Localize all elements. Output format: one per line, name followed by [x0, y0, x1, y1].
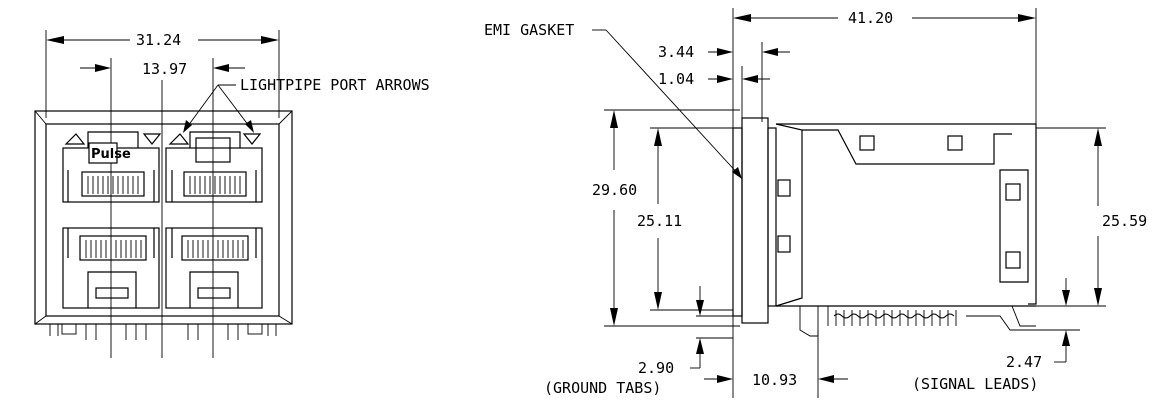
- ground-tabs-label: (GROUND TABS): [544, 379, 661, 397]
- dim-total-length: 41.20: [848, 9, 893, 27]
- dim-total-height: 29.60: [592, 181, 637, 199]
- dim-signal-leads: 2.47: [1006, 353, 1042, 371]
- front-view: 31.24 13.97 LIGHTPIPE PORT ARROWS: [34, 30, 430, 358]
- dim-rear-height: 25.59: [1102, 212, 1147, 230]
- port-top-right: [165, 131, 263, 203]
- dim-gasket-thickness: 3.44: [658, 43, 694, 61]
- port-bottom-right: [165, 227, 263, 309]
- dim-gasket-offset: 1.04: [658, 70, 694, 88]
- dim-lead-offset: 10.93: [752, 371, 797, 389]
- side-view: 41.20 3.44 1.04 EMI GASKET: [484, 8, 1147, 398]
- dim-front-height: 25.11: [637, 212, 682, 230]
- emi-gasket-label: EMI GASKET: [484, 21, 574, 39]
- lightpipe-port-arrows-label: LIGHTPIPE PORT ARROWS: [240, 76, 430, 94]
- dim-overall-width: 31.24: [136, 31, 181, 49]
- signal-leads-drawing: [799, 305, 1036, 337]
- pulse-logo: Pulse: [91, 147, 131, 162]
- port-bottom-left: [62, 227, 160, 309]
- signal-leads-label: (SIGNAL LEADS): [912, 375, 1038, 393]
- port-top-left: Pulse: [62, 131, 162, 203]
- dim-port-pitch: 13.97: [142, 60, 187, 78]
- dim-ground-tabs: 2.90: [638, 359, 674, 377]
- front-pins: [49, 323, 277, 340]
